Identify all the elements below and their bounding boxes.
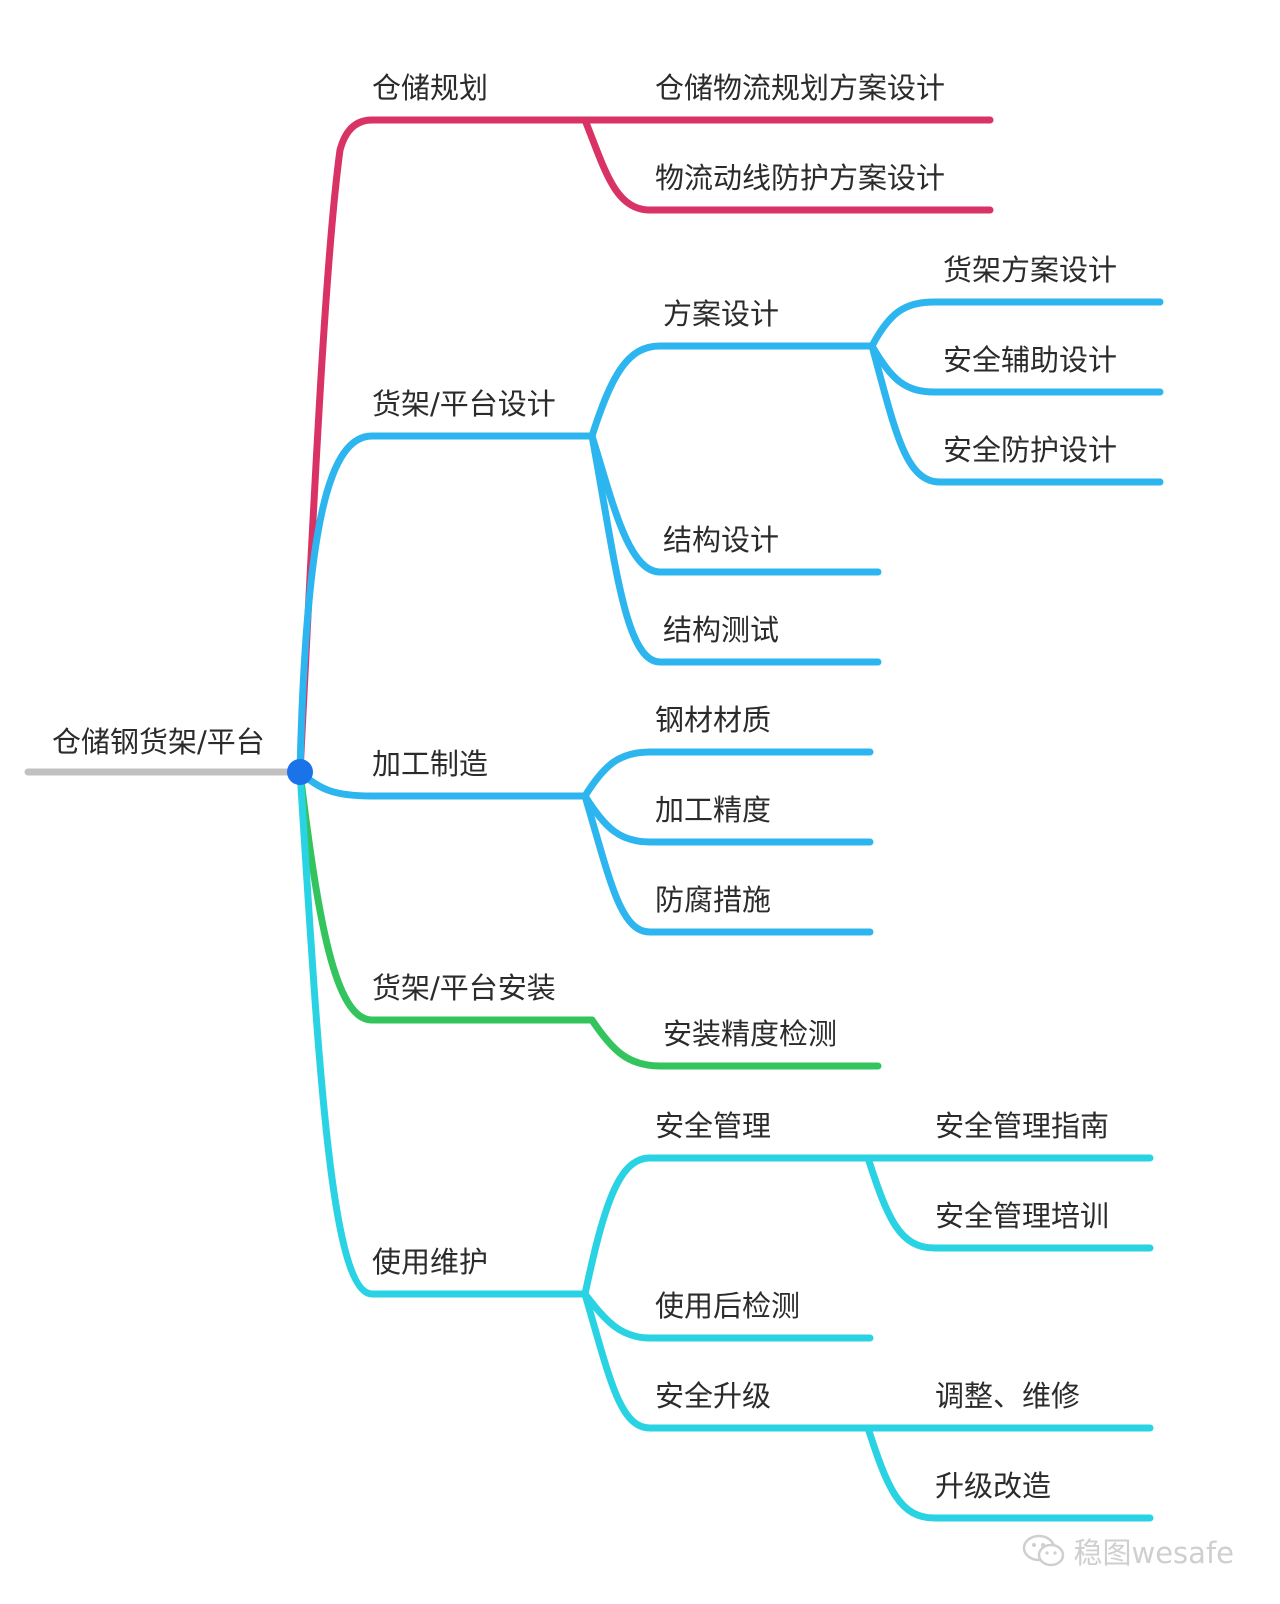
edge-installation xyxy=(296,768,596,1024)
design-item-label[interactable]: 方案设计 xyxy=(663,297,780,331)
edge-maintenance-3 xyxy=(581,1290,872,1432)
design-item-label[interactable]: 结构设计 xyxy=(663,523,780,557)
edge-manufacturing-1 xyxy=(581,748,874,800)
maintenance-subitem-label[interactable]: 安全管理指南 xyxy=(935,1109,1110,1143)
root-label[interactable]: 仓储钢货架/平台 xyxy=(52,725,265,759)
edge-maintenance xyxy=(296,768,589,1298)
watermark: 稳图wesafe xyxy=(1022,1530,1235,1572)
branch-installation-label[interactable]: 货架/平台安装 xyxy=(372,971,556,1005)
edge-maintenance-2 xyxy=(581,1290,874,1342)
edge-maintenance-1 xyxy=(581,1154,872,1298)
edge-design-1-2 xyxy=(868,342,1164,396)
manufacturing-item-label[interactable]: 防腐措施 xyxy=(655,883,772,917)
edge-installation-1 xyxy=(588,1016,882,1070)
edge-manufacturing-3 xyxy=(581,792,874,936)
branch-planning-label[interactable]: 仓储规划 xyxy=(372,71,489,105)
maintenance-item-label[interactable]: 使用后检测 xyxy=(655,1289,801,1323)
maintenance-item-label[interactable]: 安全管理 xyxy=(655,1109,772,1143)
edge-manufacturing-2 xyxy=(581,792,874,846)
edge-design-1-1 xyxy=(868,298,1164,350)
branch-manufacturing-label[interactable]: 加工制造 xyxy=(372,747,489,781)
watermark-text: 稳图wesafe xyxy=(1073,1536,1235,1570)
edge-maintenance-3-2 xyxy=(864,1424,1154,1522)
edge-design-1 xyxy=(588,342,876,440)
design-item-label[interactable]: 结构测试 xyxy=(663,613,780,647)
planning-item-label[interactable]: 物流动线防护方案设计 xyxy=(655,161,946,195)
edge-design xyxy=(296,432,596,776)
installation-item-label[interactable]: 安装精度检测 xyxy=(663,1017,838,1051)
edge-maintenance-1-2 xyxy=(864,1154,1154,1252)
edge-planning xyxy=(296,116,589,776)
maintenance-subitem-label[interactable]: 调整、维修 xyxy=(935,1379,1081,1413)
design-subitem-label[interactable]: 安全辅助设计 xyxy=(943,343,1118,377)
wechat-icon xyxy=(1022,1534,1064,1567)
edge-design-3 xyxy=(588,432,882,666)
edge-planning-2 xyxy=(581,116,994,214)
branch-design-label[interactable]: 货架/平台设计 xyxy=(372,387,556,421)
maintenance-subitem-label[interactable]: 升级改造 xyxy=(935,1469,1052,1503)
design-subitem-label[interactable]: 货架方案设计 xyxy=(943,253,1118,287)
planning-item-label[interactable]: 仓储物流规划方案设计 xyxy=(655,71,946,105)
manufacturing-item-label[interactable]: 加工精度 xyxy=(655,793,772,827)
branch-maintenance-label[interactable]: 使用维护 xyxy=(372,1245,489,1279)
maintenance-item-label[interactable]: 安全升级 xyxy=(655,1379,772,1413)
maintenance-subitem-label[interactable]: 安全管理培训 xyxy=(935,1199,1110,1233)
manufacturing-item-label[interactable]: 钢材材质 xyxy=(655,703,772,737)
edge-design-1-3 xyxy=(868,342,1164,486)
root-hub xyxy=(287,759,313,785)
design-subitem-label[interactable]: 安全防护设计 xyxy=(943,433,1118,467)
